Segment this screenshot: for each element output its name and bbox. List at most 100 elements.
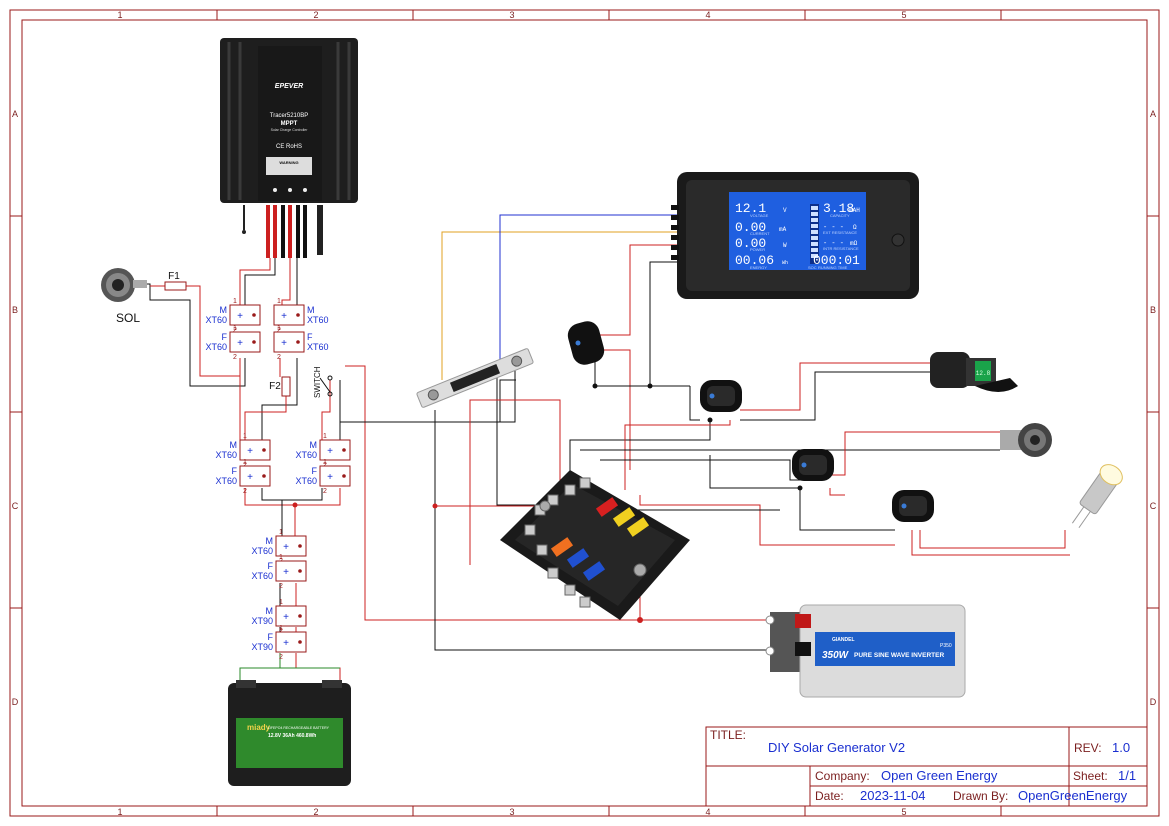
junction-dot bbox=[647, 383, 653, 389]
col-label: 1 bbox=[117, 10, 122, 20]
row-label: B bbox=[1150, 305, 1156, 315]
row-label: A bbox=[12, 109, 18, 119]
sol-label: SOL bbox=[116, 311, 140, 325]
connector-pin-dot bbox=[252, 340, 256, 344]
meter-energy-label: ENERGY bbox=[750, 265, 767, 270]
meter-voltage-label: VOLTAGE bbox=[750, 213, 769, 218]
junction-dot bbox=[797, 485, 803, 491]
controller-model: Tracer5210BP bbox=[270, 113, 308, 119]
inverter-model: P350 bbox=[940, 643, 952, 649]
connector-gender-label: M bbox=[266, 606, 274, 616]
connector-pin-label: 1 bbox=[323, 459, 327, 466]
title-block bbox=[705, 726, 1148, 807]
rocker-switch-dc bbox=[792, 449, 834, 481]
charge-controller: EPEVER Tracer5210BP MPPT Solar Charge Co… bbox=[220, 38, 358, 258]
connector-plus: + bbox=[283, 542, 289, 553]
fuse-f2: F2 bbox=[269, 376, 291, 397]
col-label: 3 bbox=[509, 10, 514, 20]
connector-pin-dot bbox=[296, 340, 300, 344]
junction-dot bbox=[637, 617, 643, 623]
connector-pin-dot bbox=[342, 448, 346, 452]
connector-pin-label: 1 bbox=[233, 298, 237, 305]
junction-dot bbox=[707, 417, 713, 423]
rocker-switch-meter bbox=[567, 321, 605, 365]
usb-charger-socket: 12.8 bbox=[930, 352, 1018, 392]
connector-plus: + bbox=[327, 446, 333, 457]
meter-intr-unit: mΩ bbox=[850, 240, 858, 247]
connector-type-label: XT90 bbox=[251, 642, 273, 652]
company-label: Company: bbox=[815, 769, 870, 783]
col-label: 4 bbox=[705, 10, 710, 20]
connector-pin-label: 2 bbox=[323, 488, 327, 495]
drawn-by-value: OpenGreenEnergy bbox=[1018, 788, 1128, 803]
connector-type-label: XT60 bbox=[307, 315, 329, 325]
connector-gender-label: F bbox=[222, 332, 228, 342]
connector-pin-label: 1 bbox=[277, 325, 281, 332]
connector-pin-label: 2 bbox=[279, 654, 283, 661]
meter-time: 000:01 bbox=[813, 253, 860, 268]
meter-current: 0.00 bbox=[735, 220, 766, 235]
connector-type-label: XT60 bbox=[295, 476, 317, 486]
row-label: C bbox=[1150, 501, 1157, 511]
meter-intr-label: INTR RESISTANCE bbox=[823, 246, 859, 251]
connector-plus: + bbox=[327, 472, 333, 483]
fuse-f1: F1 bbox=[164, 271, 187, 291]
main-switch: SWITCH bbox=[313, 366, 333, 398]
connector-pin-dot bbox=[342, 474, 346, 478]
connector-gender-label: F bbox=[232, 466, 238, 476]
connector-pin-dot bbox=[262, 448, 266, 452]
col-label: 5 bbox=[901, 10, 906, 20]
solar-input-socket bbox=[101, 268, 147, 302]
dc-output-socket bbox=[1000, 423, 1052, 457]
meter-power-label: POWER bbox=[750, 247, 765, 252]
title-label: TITLE: bbox=[710, 728, 746, 742]
row-label: B bbox=[12, 305, 18, 315]
rocker-switch-usb bbox=[700, 380, 742, 412]
meter-ext-unit: Ω bbox=[853, 224, 857, 231]
battery-line2: 12.8V 36Ah 460.8Wh bbox=[268, 733, 316, 739]
connector-pin-label: 2 bbox=[279, 583, 283, 590]
battery: miady LIFEPO4 RECHARGEABLE BATTERY 12.8V… bbox=[228, 680, 351, 786]
connector-plus: + bbox=[283, 567, 289, 578]
led-light bbox=[1071, 464, 1123, 529]
connector-plus: + bbox=[237, 311, 243, 322]
svg-text:F2: F2 bbox=[269, 381, 281, 392]
connector-pin-label: 1 bbox=[233, 325, 237, 332]
connector-pin-label: 2 bbox=[243, 488, 247, 495]
meter-voltage-unit: V bbox=[783, 207, 787, 214]
controller-warning: WARNING bbox=[279, 160, 298, 165]
meter-current-label: CURRENT bbox=[750, 231, 770, 236]
connector-pin-label: 2 bbox=[277, 327, 281, 334]
connector-gender-label: F bbox=[307, 332, 313, 342]
col-label: 5 bbox=[901, 807, 906, 817]
connector-gender-label: M bbox=[310, 440, 318, 450]
svg-text:SWITCH: SWITCH bbox=[313, 366, 322, 398]
meter-intr: - - - bbox=[823, 240, 844, 248]
row-label: C bbox=[12, 501, 19, 511]
connector-gender-label: M bbox=[230, 440, 238, 450]
junction-dot bbox=[592, 383, 598, 389]
sheet-value: 1/1 bbox=[1118, 768, 1136, 783]
fuse-block bbox=[500, 470, 690, 620]
meter-ext: - - - bbox=[823, 224, 844, 232]
col-label: 4 bbox=[705, 807, 710, 817]
connector-plus: + bbox=[281, 338, 287, 349]
connector-pin-label: 2 bbox=[233, 327, 237, 334]
col-label: 3 bbox=[509, 807, 514, 817]
connector-type-label: XT60 bbox=[205, 342, 227, 352]
junction-dot bbox=[432, 503, 438, 509]
power-meter: 12.1 V 3.18 mAH 0.00 mA - - - Ω 0.00 W -… bbox=[671, 172, 919, 299]
controller-brand: EPEVER bbox=[275, 83, 303, 90]
connector-plus: + bbox=[283, 638, 289, 649]
connector-type-label: XT60 bbox=[307, 342, 329, 352]
row-label: D bbox=[12, 697, 19, 707]
controller-cert: CE RoHS bbox=[276, 144, 302, 150]
meter-voltage: 12.1 bbox=[735, 201, 766, 216]
connector-plus: + bbox=[247, 446, 253, 457]
